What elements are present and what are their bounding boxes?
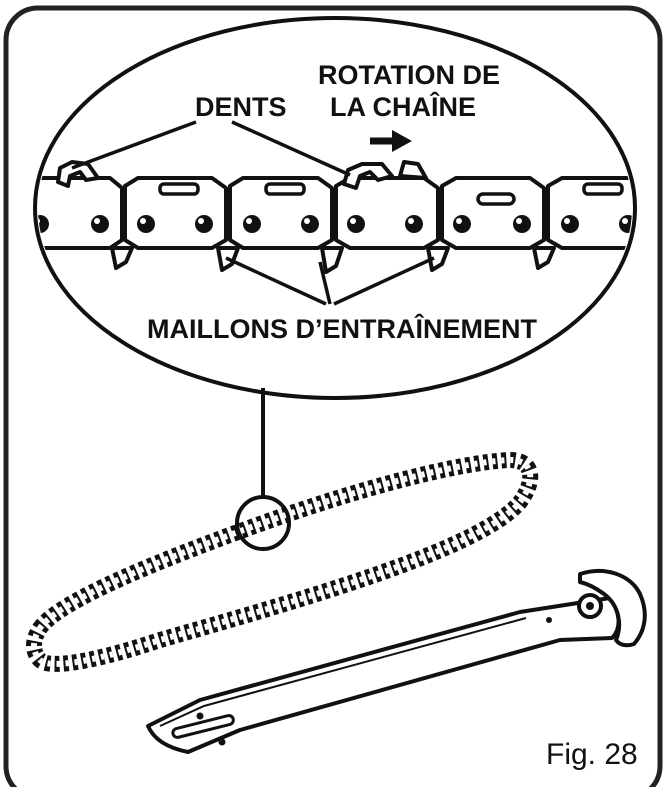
guide-bar [146, 568, 647, 754]
rivets [38, 215, 632, 233]
figure-label: Fig. 28 [546, 738, 638, 771]
teeth-leader-lines [71, 120, 351, 177]
drive-links-label: MAILLONS D’ENTRAÎNEMENT [147, 313, 537, 344]
chain-closeup [38, 160, 632, 274]
chain-loop [26, 451, 539, 672]
cutting-teeth [56, 160, 428, 190]
drive-link-leader-lines [225, 256, 435, 306]
bar-nose [578, 568, 647, 648]
teeth-label: DENTS [195, 92, 287, 122]
rotation-label-line1: ROTATION DE [318, 60, 500, 90]
link-tabs [158, 182, 624, 206]
bar-slot [171, 714, 235, 739]
arrow-right-icon [370, 130, 412, 152]
side-links [38, 176, 632, 250]
magnified-detail: DENTS ROTATION DE LA CHAÎNE MAILLONS D’E… [33, 16, 637, 400]
drive-link-tangs [110, 246, 556, 274]
detail-source-circle [235, 495, 291, 551]
rotation-label-line2: LA CHAÎNE [330, 91, 476, 122]
